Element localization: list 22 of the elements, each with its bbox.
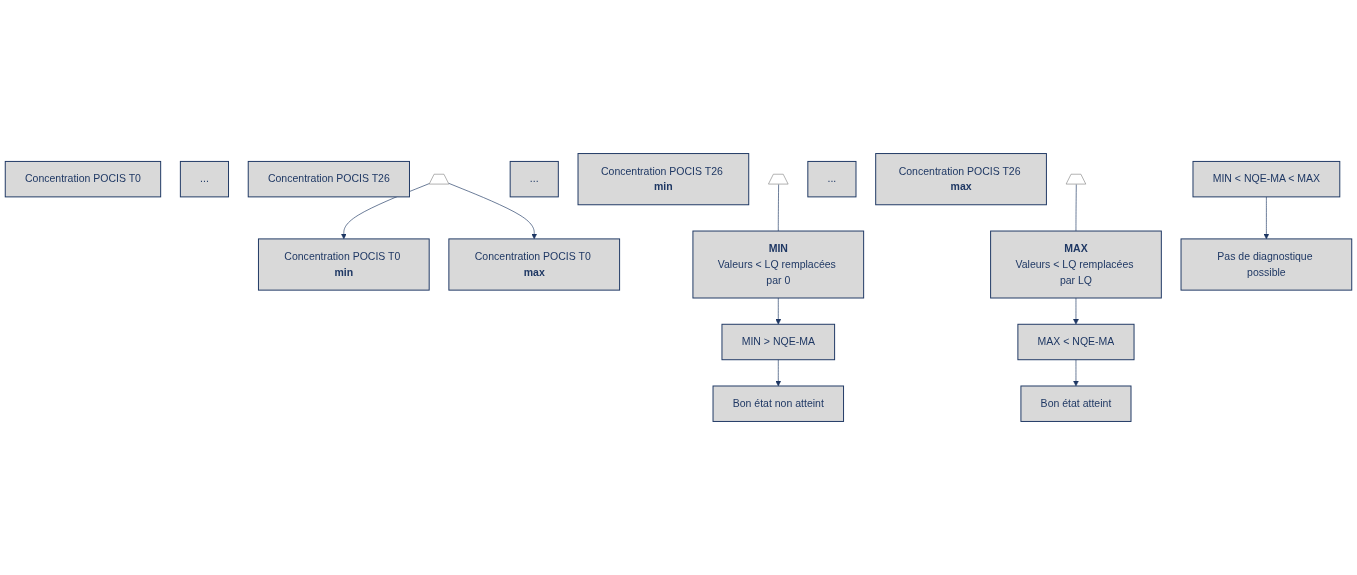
- node-box: Bon état atteint: [1020, 385, 1132, 422]
- node-box: Concentration POCIS T26: [247, 160, 410, 198]
- node-box: Pas de diagnostique possible: [1180, 238, 1353, 291]
- node-box: Bon état non atteint: [712, 385, 845, 422]
- node-box: ...: [807, 160, 857, 198]
- node-box: MIN > NQE-MA: [721, 323, 836, 361]
- node-box: MAX Valeurs < LQ remplacées par LQ: [990, 230, 1162, 299]
- node-box: Concentration POCIS T0 max: [448, 238, 621, 291]
- node-box: MIN Valeurs < LQ remplacées par 0: [692, 230, 865, 299]
- node-bracket: [428, 173, 450, 185]
- connector: [777, 184, 779, 232]
- node-box: Concentration POCIS T0 min: [257, 238, 430, 291]
- node-box: Concentration POCIS T0: [4, 160, 162, 198]
- node-box: ...: [509, 160, 559, 198]
- node-bracket: [768, 173, 789, 185]
- node-bracket: [1065, 173, 1087, 185]
- node-box: Concentration POCIS T26 max: [875, 153, 1047, 206]
- node-box: Concentration POCIS T26 min: [577, 153, 750, 206]
- connector: [1075, 184, 1077, 232]
- node-box: MIN < NQE-MA < MAX: [1192, 160, 1341, 198]
- node-box: ...: [179, 160, 229, 198]
- node-box: MAX < NQE-MA: [1017, 323, 1135, 361]
